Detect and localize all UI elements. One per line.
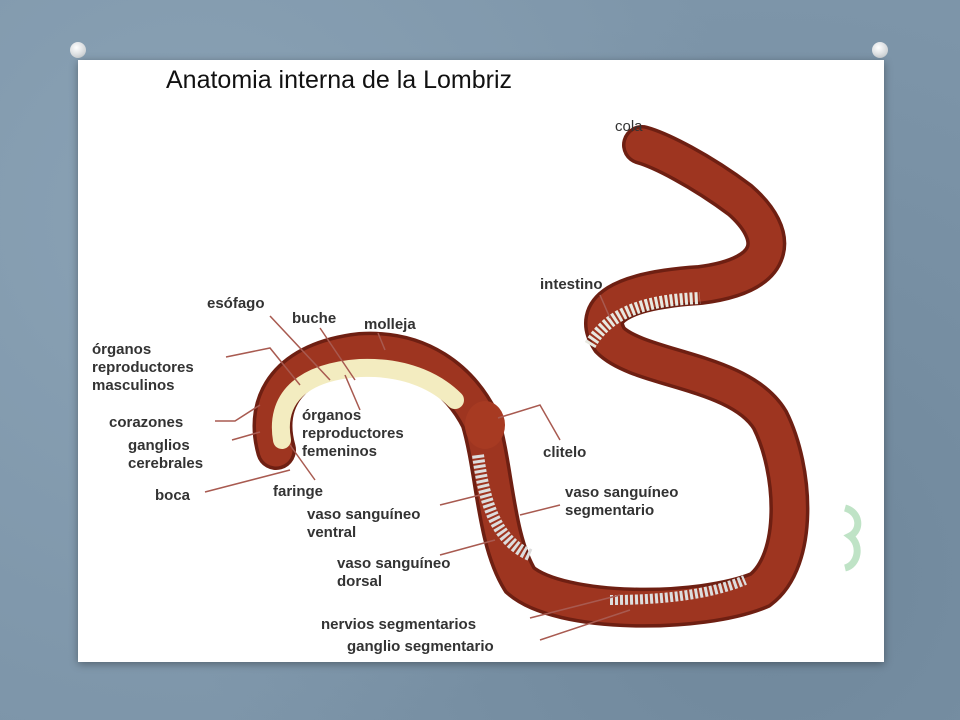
worm-body [256, 128, 806, 625]
label-organos-femeninos-2: reproductores [302, 425, 404, 442]
label-organos-femeninos-1: órganos [302, 407, 361, 424]
clitellum [465, 401, 505, 449]
label-organos-femeninos-3: femeninos [302, 443, 377, 460]
label-ganglios-2: cerebrales [128, 455, 203, 472]
label-nervios-segmentarios: nervios segmentarios [321, 616, 476, 633]
label-ganglio-segmentario: ganglio segmentario [347, 638, 494, 655]
label-clitelo: clitelo [543, 444, 586, 461]
label-vaso-dorsal-1: vaso sanguíneo [337, 555, 450, 572]
label-faringe: faringe [273, 483, 323, 500]
leader-lines [204, 294, 631, 641]
label-esofago: esófago [207, 295, 265, 312]
intestine-section [584, 292, 701, 349]
label-vaso-ventral-1: vaso sanguíneo [307, 506, 420, 523]
nerve-cord-posterior [609, 575, 747, 605]
label-vaso-ventral-2: ventral [307, 524, 356, 541]
digestive-tract [271, 358, 464, 449]
label-corazones: corazones [109, 414, 183, 431]
label-organos-masculinos-3: masculinos [92, 377, 175, 394]
label-ganglios-1: ganglios [128, 437, 190, 454]
label-vaso-dorsal-2: dorsal [337, 573, 382, 590]
label-organos-masculinos-1: órganos [92, 341, 151, 358]
label-vaso-segmentario-2: segmentario [565, 502, 654, 519]
label-boca: boca [155, 487, 191, 504]
label-cola: cola [615, 118, 643, 135]
slide-card: Anatomia interna de la Lombriz [78, 60, 884, 662]
pin-top-right [872, 42, 888, 58]
label-organos-masculinos-2: reproductores [92, 359, 194, 376]
green-decoration [843, 504, 862, 572]
nerve-cord-ventral [472, 454, 533, 561]
label-molleja: molleja [364, 316, 416, 333]
pin-top-left [70, 42, 86, 58]
label-buche: buche [292, 310, 336, 327]
slide-title: Anatomia interna de la Lombriz [166, 66, 513, 94]
label-vaso-segmentario-1: vaso sanguíneo [565, 484, 678, 501]
label-intestino: intestino [540, 276, 603, 293]
